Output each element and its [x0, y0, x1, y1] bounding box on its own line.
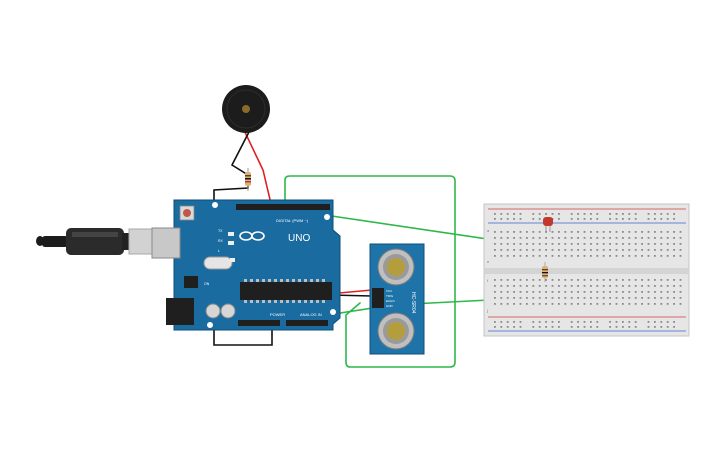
sensor-pin-trig: TRIG [386, 294, 394, 298]
breadboard-holes [494, 213, 682, 328]
on-label: ON [204, 282, 210, 286]
row-letter-e: e [487, 259, 490, 264]
power-header-label: POWER [270, 312, 285, 317]
analog-header-label: ANALOG IN [300, 312, 322, 317]
buzzer-black-wire[interactable] [213, 129, 273, 346]
led-icon[interactable] [543, 217, 553, 232]
rx-label: RX [218, 239, 224, 243]
sensor-pin-gnd: GND [386, 304, 394, 308]
digital-header-label: DIGITAL (PWM ~) [276, 218, 309, 223]
tx-label: TX [218, 229, 223, 233]
arduino-logo-icon [239, 231, 265, 241]
board-model-label: UNO [288, 233, 310, 244]
ultrasonic-sensor[interactable]: HC-SR04 VCC TRIG ECHO GND [369, 243, 425, 355]
sensor-model-label: HC-SR04 [410, 292, 416, 314]
row-letter-f: f [487, 278, 489, 283]
sensor-pin-echo: ECHO [386, 299, 395, 303]
arduino-uno-board[interactable]: UNO DIGITAL (PWM ~) POWER ANALOG IN TX R… [151, 199, 341, 331]
l-label: L [218, 249, 220, 253]
green-wire-top-loop[interactable] [284, 175, 456, 368]
resistor-icon[interactable] [245, 168, 251, 191]
sensor-pin-vcc: VCC [386, 289, 393, 293]
row-letter-j: j [486, 308, 488, 313]
breadboard[interactable]: a e f j [483, 203, 690, 337]
usb-cable-icon[interactable] [36, 228, 156, 255]
buzzer-icon[interactable] [222, 85, 270, 133]
buzzer-red-wire[interactable] [242, 127, 273, 209]
row-letter-a: a [487, 228, 490, 233]
breadboard-resistor-icon[interactable] [542, 262, 548, 282]
